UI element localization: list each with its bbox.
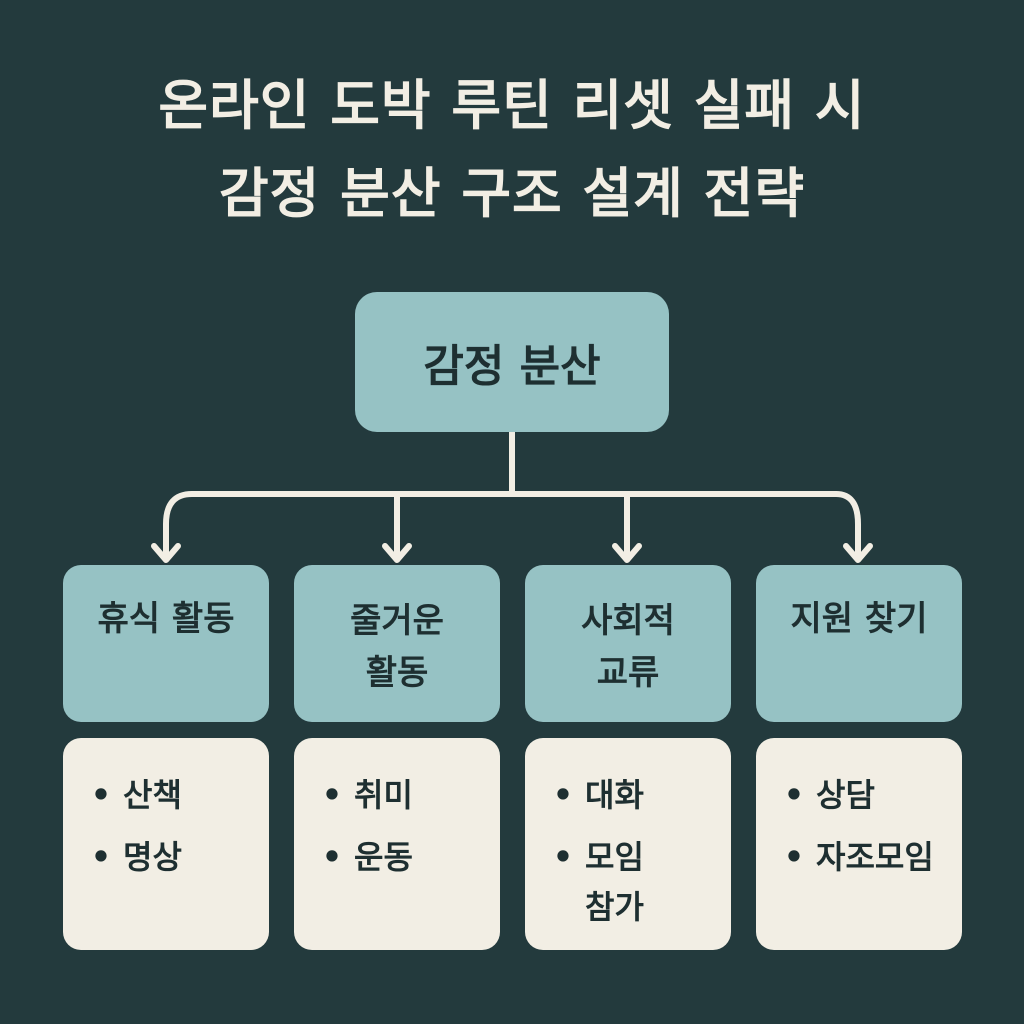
- bullet-icon: •: [552, 838, 574, 876]
- category-label: 사회적: [581, 601, 675, 641]
- bullet-icon: •: [552, 776, 574, 814]
- category-label: 교류: [596, 653, 660, 693]
- connector-branch-1: [163, 491, 195, 557]
- list-item: • 운동: [320, 832, 486, 882]
- category-box-4: 지원 찾기: [756, 565, 962, 722]
- list-item-text: 상담: [816, 776, 875, 814]
- list-item-text: 모임: [585, 838, 644, 876]
- detail-box-4: • 상담 • 자조모임: [756, 738, 962, 950]
- bullet-icon: •: [783, 838, 805, 876]
- category-box-1: 휴식 활동: [63, 565, 269, 722]
- bullet-icon: •: [321, 838, 343, 876]
- list-item-text: 취미: [354, 776, 413, 814]
- list-item: • 산책: [89, 770, 255, 820]
- bullet-icon: •: [783, 776, 805, 814]
- category-label: 지원 찾기: [790, 599, 928, 639]
- detail-box-2: • 취미 • 운동: [294, 738, 500, 950]
- category-label: 활동: [365, 653, 429, 693]
- category-label: 줄거운: [350, 601, 444, 641]
- list-item: • 대화: [551, 770, 717, 820]
- detail-list: • 취미 • 운동: [320, 770, 486, 882]
- page-title: 온라인 도박 루틴 리셋 실패 시 감정 분산 구조 설계 전략: [0, 62, 1024, 238]
- bullet-icon: •: [90, 776, 112, 814]
- bullet-icon: •: [321, 776, 343, 814]
- list-item-text: 대화: [585, 776, 644, 814]
- connector-branch-4: [833, 491, 861, 557]
- arrowhead-3: [612, 543, 642, 563]
- arrowhead-4: [843, 543, 873, 563]
- arrowhead-2: [382, 543, 412, 563]
- list-item-text: 참가: [585, 888, 644, 926]
- detail-list: • 산책 • 명상: [89, 770, 255, 882]
- root-node: 감정 분산: [355, 292, 669, 432]
- title-line-2: 감정 분산 구조 설계 전략: [219, 162, 805, 225]
- list-item-text: 산책: [123, 776, 182, 814]
- list-item: • 명상: [89, 832, 255, 882]
- title-line-1: 온라인 도박 루틴 리셋 실패 시: [158, 74, 866, 137]
- category-label: 휴식 활동: [97, 599, 235, 639]
- list-item-text: 명상: [123, 838, 182, 876]
- root-node-label: 감정 분산: [423, 341, 601, 392]
- list-item: • 상담: [782, 770, 948, 820]
- list-item: • 취미: [320, 770, 486, 820]
- list-item-text: 자조모임: [816, 838, 934, 876]
- detail-box-1: • 산책 • 명상: [63, 738, 269, 950]
- detail-list: • 상담 • 자조모임: [782, 770, 948, 882]
- bullet-icon: •: [90, 838, 112, 876]
- list-item-text: 운동: [354, 838, 413, 876]
- list-item: • 자조모임: [782, 832, 948, 882]
- arrowhead-1: [151, 543, 181, 563]
